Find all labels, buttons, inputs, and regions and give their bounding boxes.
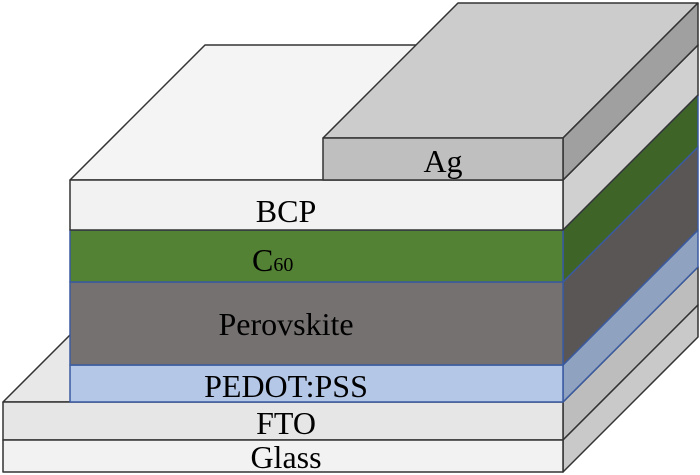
bcp-label: BCP [256, 193, 316, 229]
ag-label: Ag [423, 143, 462, 179]
glass-label: Glass [250, 439, 321, 475]
c60-layer [69, 229, 564, 283]
c60-label-main: C [252, 242, 273, 278]
pedot-layer [69, 364, 564, 403]
pedot-label: PEDOT:PSS [204, 368, 368, 404]
fto-layer [2, 401, 564, 441]
perovskite-label: Perovskite [218, 306, 353, 342]
fto-label: FTO [256, 405, 316, 441]
ag-layer [322, 137, 564, 181]
glass-layer [2, 439, 564, 473]
c60-label-subscript: 60 [273, 254, 293, 276]
c60-label: C60 [252, 242, 293, 278]
perovskite-layer [69, 281, 564, 366]
bcp-layer [69, 179, 564, 231]
